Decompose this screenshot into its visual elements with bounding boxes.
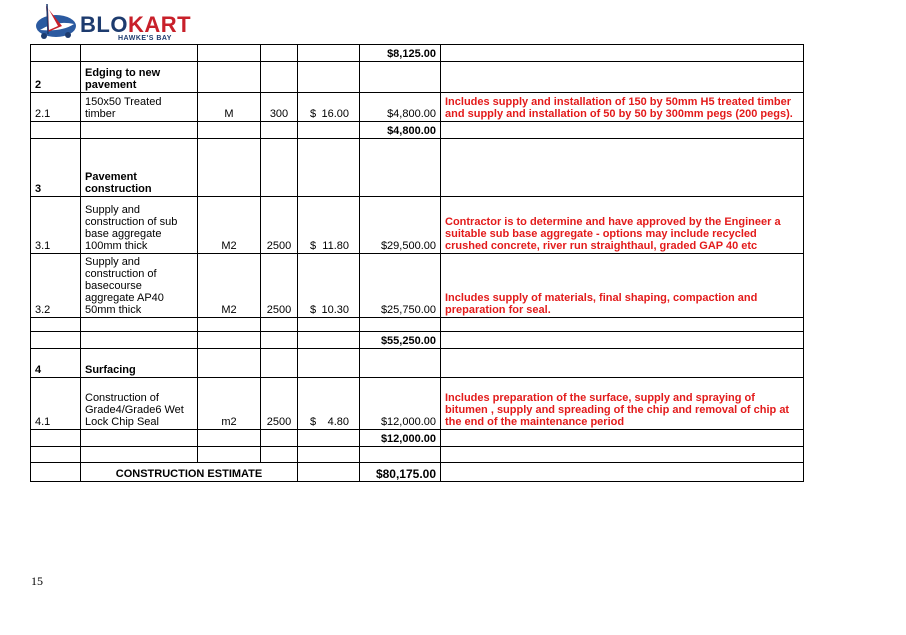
item-rate: $11.80	[297, 196, 360, 254]
line-item-row: 2.1 150x50 Treated timber M 300 $16.00 $…	[30, 92, 804, 122]
rate-value: 11.80	[322, 240, 349, 252]
section-number: 2	[30, 61, 81, 93]
subtotal-amount: $55,250.00	[359, 331, 441, 349]
item-quantity: 300	[260, 92, 298, 122]
total-row: CONSTRUCTION ESTIMATE $80,175.00	[30, 462, 804, 482]
item-note: Contractor is to determine and have appr…	[440, 196, 804, 254]
item-unit: M2	[197, 196, 261, 254]
blokart-logo: BLOKART HAWKE'S BAY	[34, 2, 224, 44]
section-row: 4 Surfacing	[30, 348, 804, 378]
subtotal-row: $8,125.00	[30, 44, 804, 62]
section-row: 2 Edging to new pavement	[30, 61, 804, 93]
rate-value: 4.80	[327, 416, 349, 428]
currency-symbol: $	[310, 304, 317, 316]
logo-subtitle: HAWKE'S BAY	[118, 35, 172, 42]
item-quantity: 2500	[260, 377, 298, 430]
construction-estimate-total: $80,175.00	[359, 462, 441, 482]
item-quantity: 2500	[260, 253, 298, 318]
rate-value: 16.00	[321, 108, 349, 120]
item-number: 4.1	[30, 377, 81, 430]
item-amount: $4,800.00	[359, 92, 441, 122]
line-item-row: 3.2 Supply and construction of basecours…	[30, 253, 804, 318]
currency-symbol: $	[310, 416, 317, 428]
item-note: Includes supply of materials, final shap…	[440, 253, 804, 318]
section-title: Edging to new pavement	[80, 61, 198, 93]
item-description: Construction of Grade4/Grade6 Wet Lock C…	[80, 377, 198, 430]
section-number: 3	[30, 138, 81, 197]
subtotal-row: $12,000.00	[30, 429, 804, 447]
item-rate: $16.00	[297, 92, 360, 122]
item-number: 3.1	[30, 196, 81, 254]
subtotal-row: $4,800.00	[30, 121, 804, 139]
item-amount: $29,500.00	[359, 196, 441, 254]
item-number: 2.1	[30, 92, 81, 122]
subtotal-amount: $12,000.00	[359, 429, 441, 447]
item-number: 3.2	[30, 253, 81, 318]
item-note: Includes preparation of the surface, sup…	[440, 377, 804, 430]
rate-value: 10.30	[321, 304, 349, 316]
subtotal-amount: $8,125.00	[359, 44, 441, 62]
kart-sail-icon	[36, 3, 76, 39]
page-number: 15	[31, 574, 43, 588]
blank-row	[30, 446, 804, 463]
item-description: Supply and construction of basecourse ag…	[80, 253, 198, 318]
item-unit: M	[197, 92, 261, 122]
item-amount: $25,750.00	[359, 253, 441, 318]
item-description: Supply and construction of sub base aggr…	[80, 196, 198, 254]
currency-symbol: $	[310, 108, 317, 120]
line-item-row: 4.1 Construction of Grade4/Grade6 Wet Lo…	[30, 377, 804, 430]
item-rate: $10.30	[297, 253, 360, 318]
section-title: Surfacing	[80, 348, 198, 378]
subtotal-amount: $4,800.00	[359, 121, 441, 139]
item-note: Includes supply and installation of 150 …	[440, 92, 804, 122]
estimate-table: $8,125.00 2 Edging to new pavement 2.1 1…	[30, 44, 804, 482]
subtotal-row: $55,250.00	[30, 331, 804, 349]
construction-estimate-label: CONSTRUCTION ESTIMATE	[80, 462, 298, 482]
item-unit: m2	[197, 377, 261, 430]
item-rate: $4.80	[297, 377, 360, 430]
blank-row	[30, 317, 804, 332]
item-description: 150x50 Treated timber	[80, 92, 198, 122]
line-item-row: 3.1 Supply and construction of sub base …	[30, 196, 804, 254]
currency-symbol: $	[310, 240, 317, 252]
item-quantity: 2500	[260, 196, 298, 254]
section-number: 4	[30, 348, 81, 378]
item-amount: $12,000.00	[359, 377, 441, 430]
logo-wordmark: BLOKART	[80, 12, 192, 37]
item-unit: M2	[197, 253, 261, 318]
section-row: 3 Pavement construction	[30, 138, 804, 197]
section-title: Pavement construction	[80, 138, 198, 197]
